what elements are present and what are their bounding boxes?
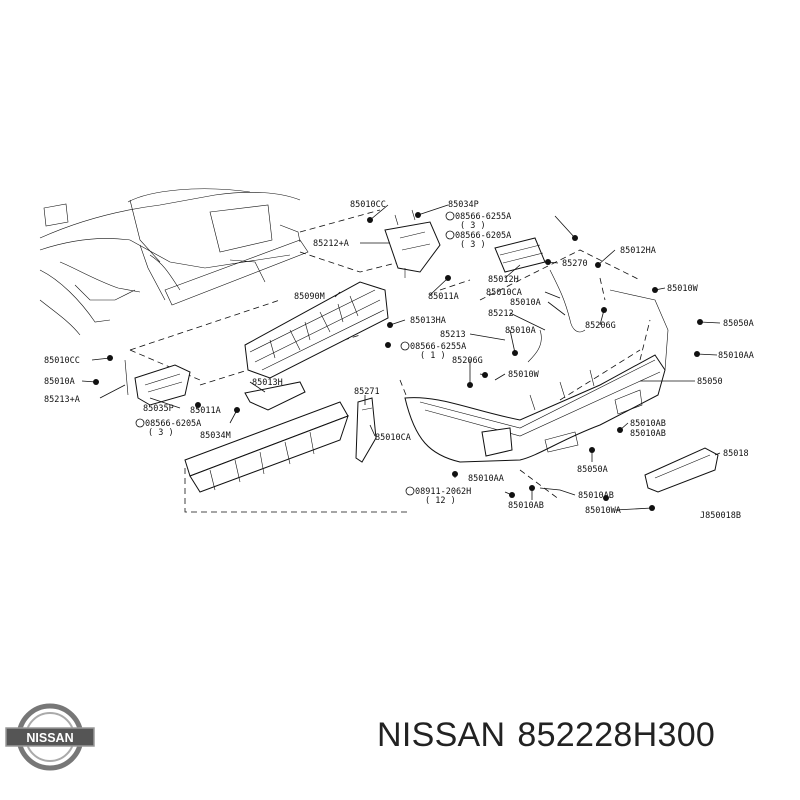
- wiring-harness: [527, 269, 586, 363]
- label-85011A-left: 85011A: [190, 406, 221, 416]
- label-85010CA-center: 85010CA: [375, 433, 411, 443]
- label-85010AB-upper2: 85010AB: [630, 429, 666, 439]
- diagram-reference-code: J850018B: [700, 511, 741, 521]
- label-85270: 85270: [562, 259, 588, 269]
- label-85213A: 85213+A: [44, 395, 80, 405]
- label-85012HA: 85012HA: [620, 246, 656, 256]
- left-side-bracket: [124, 359, 306, 411]
- label-qty-3-mid: ( 3 ): [460, 240, 486, 250]
- label-85212A: 85212+A: [313, 239, 349, 249]
- label-85010CC-top: 85010CC: [350, 200, 386, 210]
- footer-part-number: 852228H300: [517, 716, 716, 754]
- label-qty-3-top: ( 3 ): [460, 221, 486, 231]
- label-85035P: 85035P: [143, 404, 174, 414]
- bumper-reinforcement: [244, 281, 389, 379]
- car-body-outline: [39, 188, 309, 336]
- rear-bumper-fascia: [404, 289, 669, 463]
- label-85010A-center: 85010A: [505, 326, 536, 336]
- label-qty-1-mid: ( 1 ): [420, 351, 446, 361]
- nissan-logo-text: NISSAN: [26, 731, 73, 745]
- label-85010AA-right: 85010AA: [718, 351, 754, 361]
- label-85010AA-lower: 85010AA: [468, 474, 504, 484]
- label-85011A-top: 85011A: [428, 292, 459, 302]
- footer-brand: NISSAN: [377, 716, 506, 754]
- label-85012H: 85012H: [488, 275, 519, 285]
- label-85212: 85212: [488, 309, 514, 319]
- label-85050: 85050: [697, 377, 723, 387]
- label-85271: 85271: [354, 387, 380, 397]
- nissan-logo: NISSAN: [5, 703, 95, 771]
- label-85034P: 85034P: [448, 200, 479, 210]
- part-labels: 85010CC 85034P 08566-6255A ( 3 ) 85212+A…: [44, 200, 754, 516]
- footer-part-title: NISSAN 852228H300: [377, 716, 727, 755]
- sensor-bracket: [494, 237, 546, 273]
- label-qty-12: ( 12 ): [425, 496, 456, 506]
- label-85206G-right: 85206G: [585, 321, 616, 331]
- label-85090M: 85090M: [294, 292, 325, 302]
- label-85050A-right: 85050A: [723, 319, 754, 329]
- label-08566-6205A-left: 08566-6205A: [145, 419, 201, 429]
- label-leader-lines: [81, 204, 721, 511]
- side-bracket-85271: [355, 397, 377, 463]
- label-85010CA-top: 85010CA: [486, 288, 522, 298]
- label-85010AB-bottom: 85010AB: [508, 501, 544, 511]
- label-qty-3-left: ( 3 ): [148, 428, 174, 438]
- label-08911-2062H: 08911-2062H: [415, 487, 471, 497]
- lower-diffuser: [644, 447, 719, 493]
- energy-absorber: [184, 401, 349, 493]
- label-85018: 85018: [723, 449, 749, 459]
- label-85010AB-lower: 85010AB: [578, 491, 614, 501]
- label-85010A-mid: 85010A: [510, 298, 541, 308]
- label-85013HA: 85013HA: [410, 316, 446, 326]
- label-08566-6255A-mid: 08566-6255A: [410, 342, 466, 352]
- label-08566-6205A-top: 08566-6205A: [455, 231, 511, 241]
- label-85206G-center: 85206G: [452, 356, 483, 366]
- label-85010CC-left: 85010CC: [44, 356, 80, 366]
- label-08566-6255A-top: 08566-6255A: [455, 212, 511, 222]
- upper-left-bracket: [384, 209, 441, 278]
- label-85013H: 85013H: [252, 378, 283, 388]
- label-85213: 85213: [440, 330, 466, 340]
- label-85010A-left: 85010A: [44, 377, 75, 387]
- label-85034M: 85034M: [200, 431, 231, 441]
- label-85010AB-upper: 85010AB: [630, 419, 666, 429]
- circled-markers: [135, 211, 455, 496]
- label-85010W-right: 85010W: [667, 284, 699, 294]
- label-85010WA: 85010WA: [585, 506, 621, 516]
- label-85050A-lower: 85050A: [577, 465, 608, 475]
- label-85010W-center: 85010W: [508, 370, 540, 380]
